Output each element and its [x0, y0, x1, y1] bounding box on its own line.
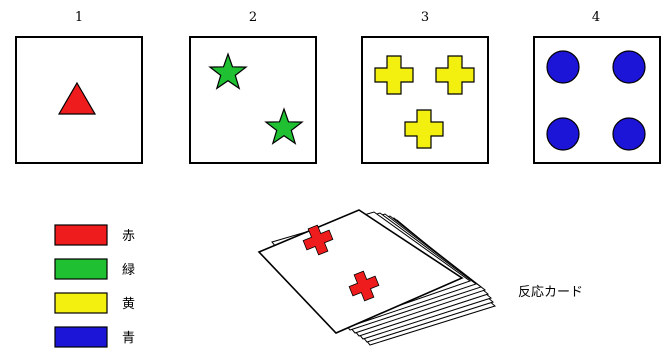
card-number-1: 1	[75, 10, 83, 25]
color-legend: 赤 緑 黄 青	[55, 225, 135, 347]
circle-icon	[547, 118, 579, 150]
circle-icon	[547, 51, 579, 83]
legend-swatch-green	[55, 259, 107, 279]
legend-swatch-yellow	[55, 293, 107, 313]
legend-label-yellow: 黄	[122, 297, 135, 312]
card-number-3: 3	[421, 10, 429, 25]
legend-swatch-blue	[55, 327, 107, 347]
circle-icon	[613, 51, 645, 83]
stimulus-card-4	[534, 37, 660, 163]
stimulus-card-1	[16, 37, 142, 163]
stimulus-card-3	[362, 37, 488, 163]
card-number-2: 2	[249, 10, 257, 25]
circle-icon	[613, 118, 645, 150]
card-number-4: 4	[592, 10, 600, 25]
legend-label-blue: 青	[122, 331, 135, 346]
legend-swatch-red	[55, 225, 107, 245]
legend-label-green: 緑	[122, 263, 135, 278]
response-card-deck	[259, 210, 495, 345]
response-card-label: 反応カード	[518, 285, 583, 300]
stimulus-card-2	[190, 37, 316, 163]
legend-label-red: 赤	[122, 229, 135, 244]
